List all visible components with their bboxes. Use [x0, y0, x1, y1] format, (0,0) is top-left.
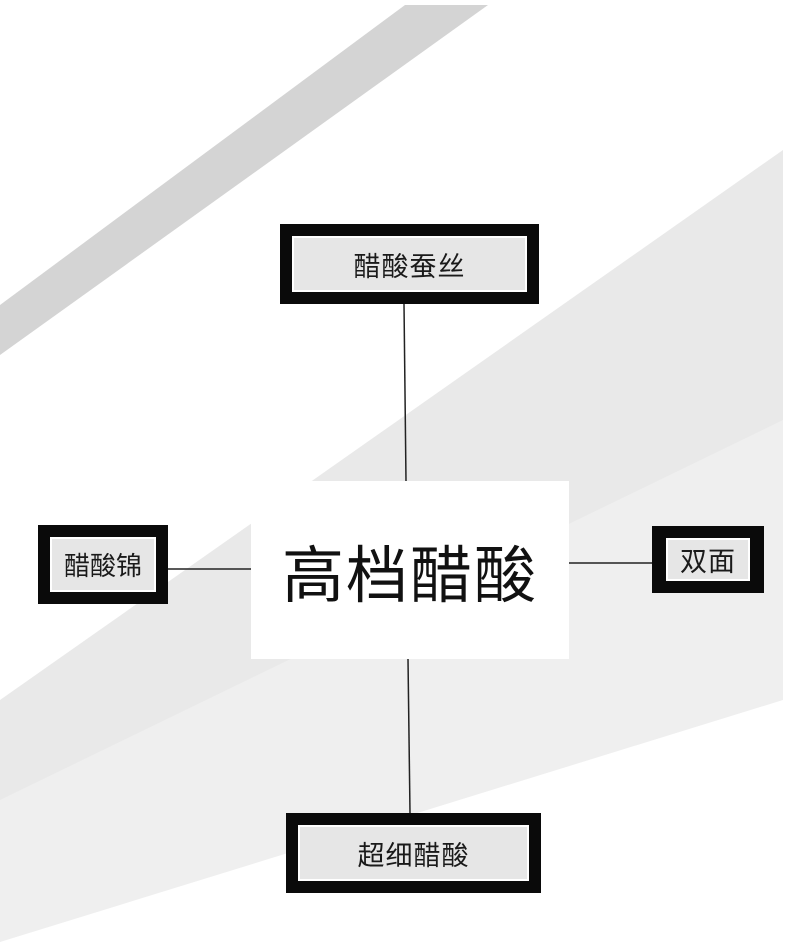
right-node-label: 双面 — [666, 538, 750, 581]
left-node-label: 醋酸锦 — [50, 537, 156, 592]
center-node: 高档醋酸 — [251, 481, 569, 659]
top-node-label: 醋酸蚕丝 — [292, 236, 527, 292]
right-node: 双面 — [652, 526, 764, 593]
center-node-label: 高档醋酸 — [281, 539, 538, 612]
left-node: 醋酸锦 — [38, 525, 168, 604]
bottom-node-label: 超细醋酸 — [298, 825, 529, 881]
connector-bottom — [407, 658, 411, 814]
bottom-node: 超细醋酸 — [286, 813, 541, 893]
connector-top — [403, 303, 407, 482]
top-node: 醋酸蚕丝 — [280, 224, 539, 304]
